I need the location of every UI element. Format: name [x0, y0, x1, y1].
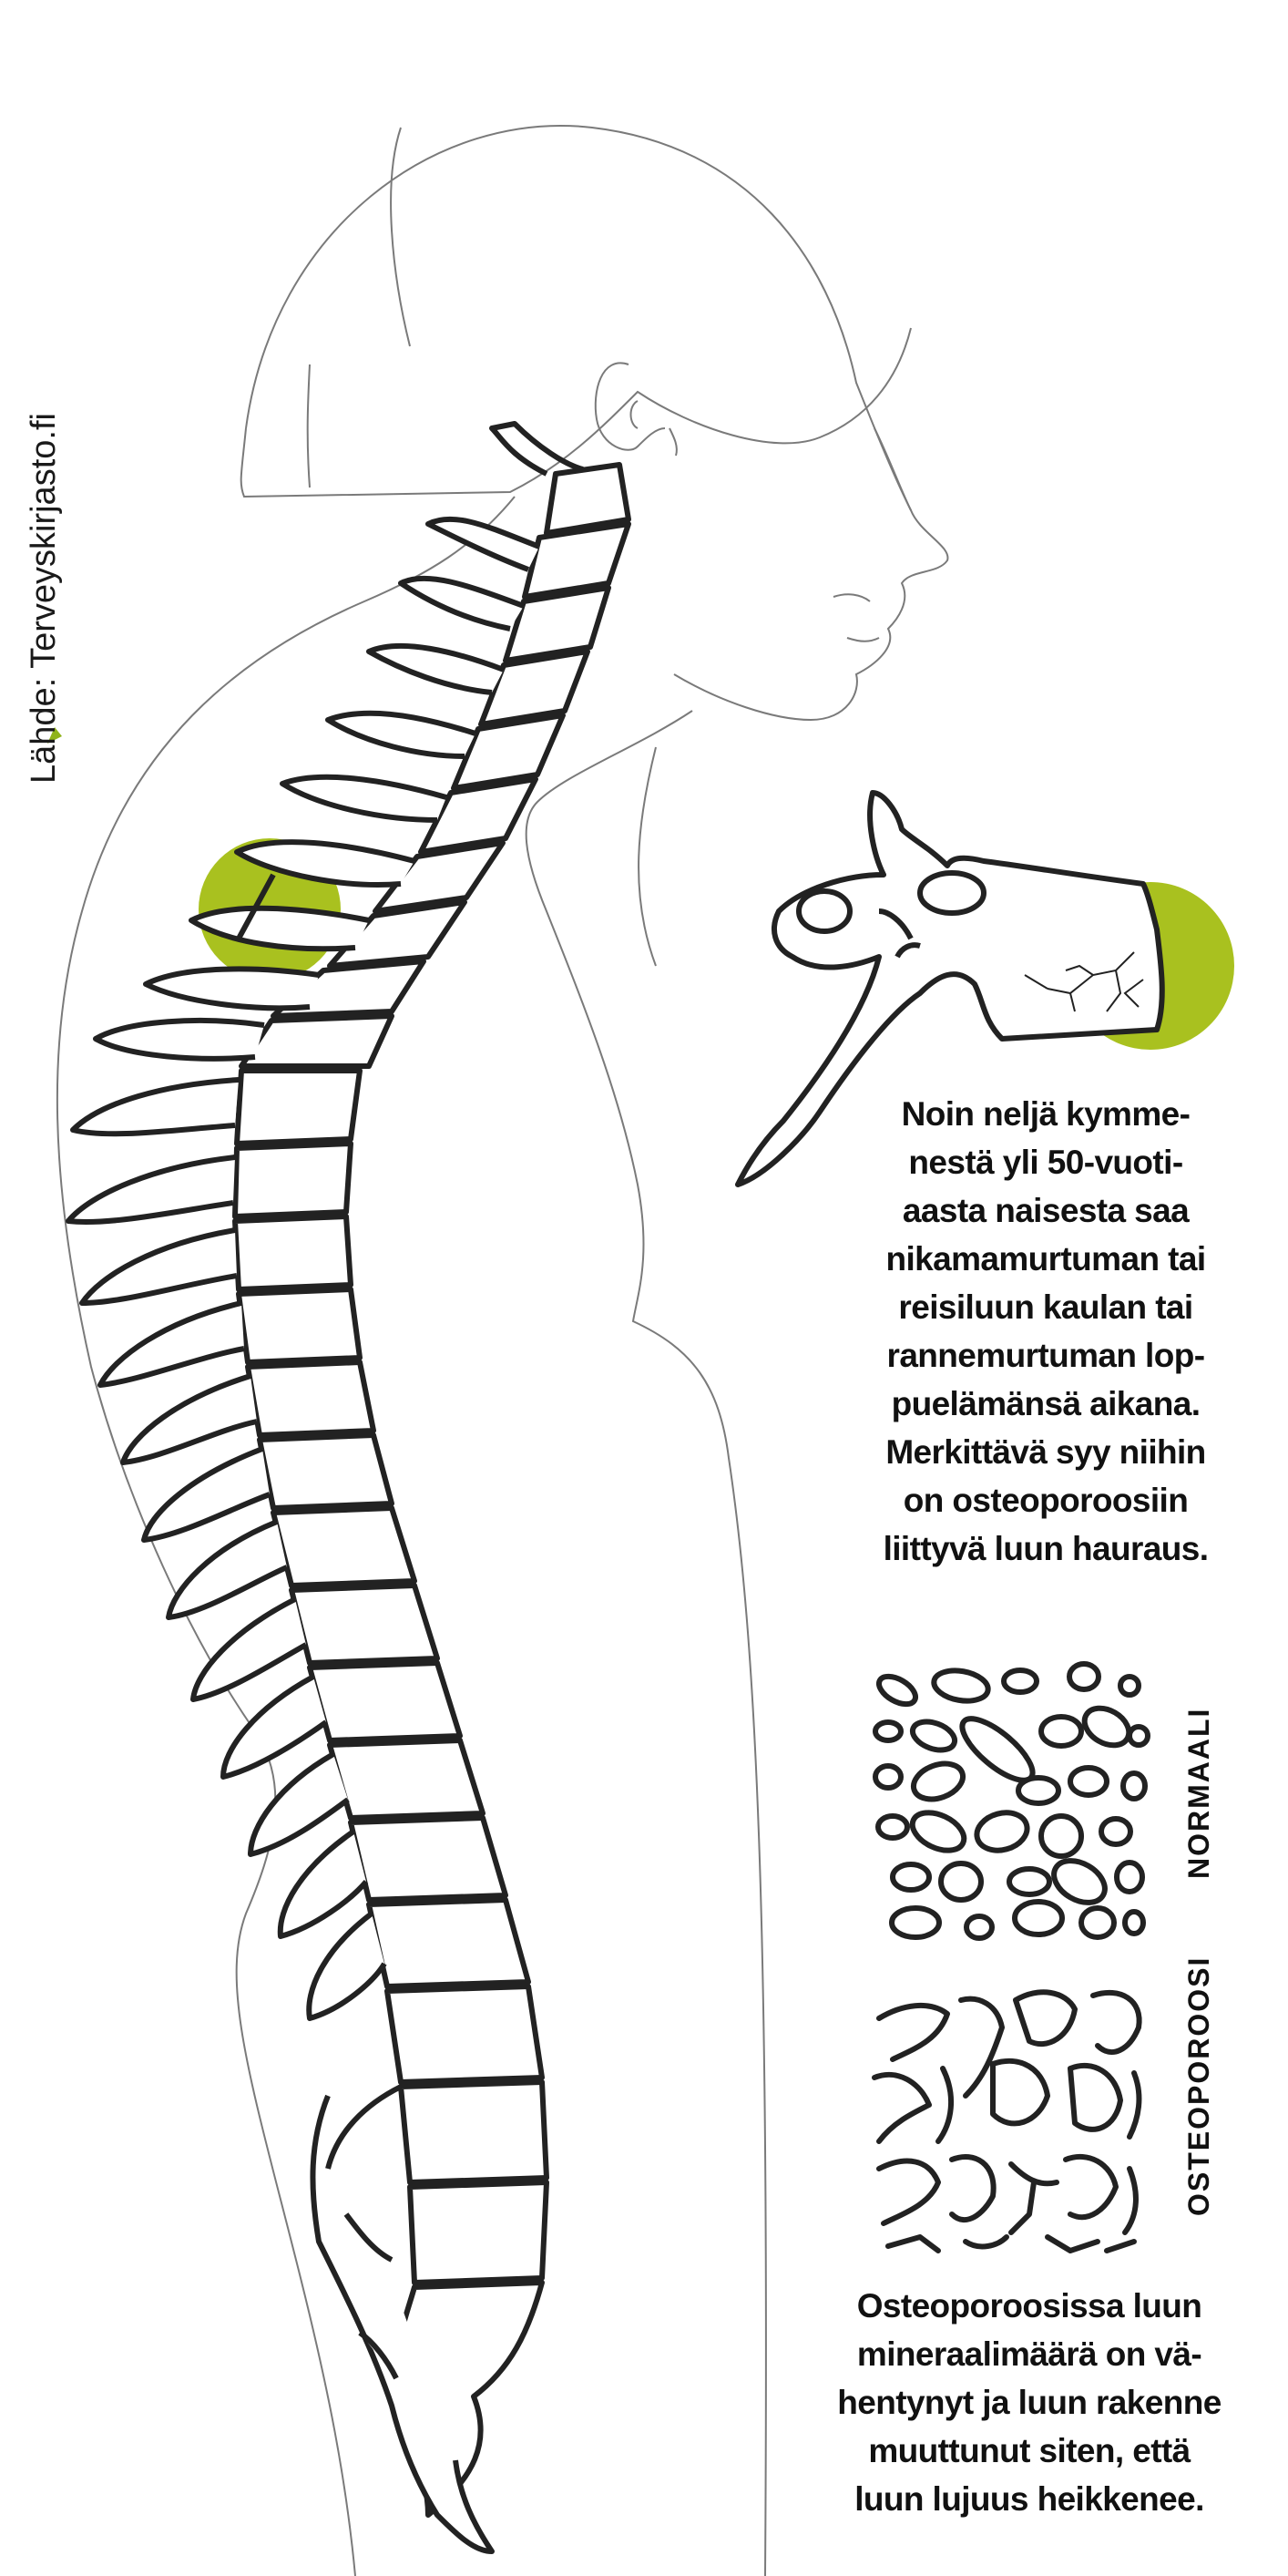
spine-fracture-lines — [236, 873, 276, 940]
caption-line: nikamamurtuman tai — [885, 1240, 1206, 1278]
fracture-caption: Noin neljä kymme- nestä yli 50-vuoti- aa… — [818, 1090, 1273, 1573]
caption-line: aasta naisesta saa — [902, 1192, 1190, 1229]
osteoporosis-bone-texture — [872, 1989, 1142, 2253]
body-outline — [56, 125, 949, 2576]
caption-line: Osteoporoosissa luun — [856, 2287, 1202, 2325]
source-text: Lähde: Terveyskirjasto.fi — [24, 413, 63, 784]
caption-line: mineraalimäärä on vä- — [856, 2335, 1202, 2373]
spine — [66, 421, 631, 2554]
osteoporosis-caption: Osteoporoosissa luun mineraalimäärä on v… — [802, 2282, 1257, 2523]
vertebra-crack-lines — [1024, 951, 1144, 1012]
caption-line: puelämänsä aikana. — [891, 1385, 1201, 1422]
caption-line: Noin neljä kymme- — [901, 1095, 1191, 1133]
caption-line: reisiluun kaulan tai — [898, 1288, 1193, 1326]
caption-line: luun lujuus heikkenee. — [854, 2480, 1204, 2518]
caption-line: rannemurtuman lop- — [886, 1337, 1206, 1374]
caption-line: on osteoporoosiin — [903, 1482, 1189, 1519]
caption-line: hentynyt ja luun rakenne — [837, 2384, 1222, 2421]
caption-line: Merkittävä syy niihin — [885, 1433, 1206, 1471]
vertebra-detail — [735, 790, 1165, 1187]
caption-line: nestä yli 50-vuoti- — [908, 1144, 1183, 1181]
osteoporosis-bone-label: OSTEOPOROOSI — [1182, 1955, 1215, 2216]
source-label: Lähde: Terveyskirjasto.fi — [22, 328, 66, 784]
triangle-arrow-icon — [47, 727, 62, 744]
caption-line: liittyvä luun hauraus. — [883, 1530, 1209, 1567]
caption-line: muuttunut siten, että — [868, 2432, 1191, 2469]
normal-bone-texture — [873, 1661, 1150, 1941]
normal-bone-label: NORMAALI — [1182, 1707, 1215, 1879]
